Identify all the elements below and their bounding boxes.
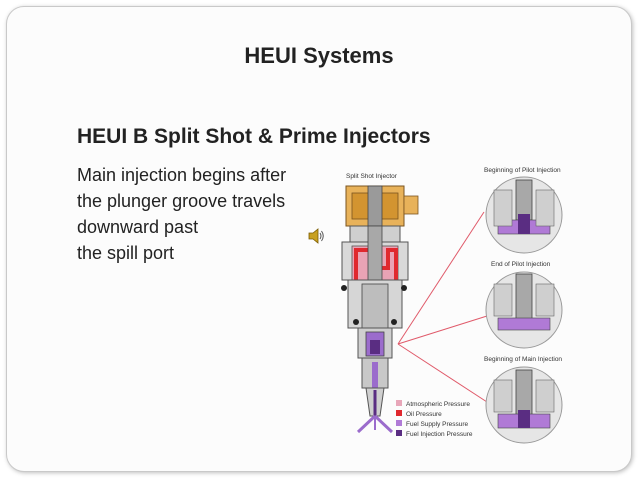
legend-label: Oil Pressure bbox=[406, 411, 442, 418]
legend-swatch bbox=[396, 420, 402, 426]
legend: Atmospheric Pressure Oil Pressure Fuel S… bbox=[396, 400, 473, 438]
detail-label-pilot-end: End of Pilot Injection bbox=[491, 261, 551, 268]
slide-title: HEUI Systems bbox=[244, 43, 394, 68]
detail-label-main-begin: Beginning of Main Injection bbox=[484, 356, 562, 363]
legend-swatch bbox=[396, 400, 402, 406]
detail-label-pilot-begin: Beginning of Pilot Injection bbox=[484, 167, 561, 174]
legend-label: Fuel Injection Pressure bbox=[406, 431, 473, 438]
body-text: Main injection begins after the plunger … bbox=[77, 162, 337, 266]
legend-swatch bbox=[396, 430, 402, 436]
speaker-icon[interactable] bbox=[306, 226, 326, 246]
detail-circle-main-begin bbox=[485, 366, 563, 444]
body-line: downward past bbox=[77, 217, 199, 237]
legend-label: Fuel Supply Pressure bbox=[406, 421, 469, 428]
injector-body bbox=[341, 225, 409, 434]
detail-circle-pilot-begin bbox=[485, 176, 563, 254]
legend-label: Atmospheric Pressure bbox=[406, 401, 470, 408]
legend-swatch bbox=[396, 410, 402, 416]
body-line: the spill port bbox=[77, 243, 175, 263]
injector-label: Split Shot Injector bbox=[346, 173, 398, 180]
solenoid-assembly bbox=[345, 185, 419, 227]
slide-subtitle: HEUI B Split Shot & Prime Injectors bbox=[77, 125, 431, 148]
body-line: Main injection begins after bbox=[77, 165, 287, 185]
detail-circle-pilot-end bbox=[485, 271, 563, 349]
body-line: the plunger groove travels bbox=[77, 191, 286, 211]
leader-lines bbox=[397, 211, 488, 403]
